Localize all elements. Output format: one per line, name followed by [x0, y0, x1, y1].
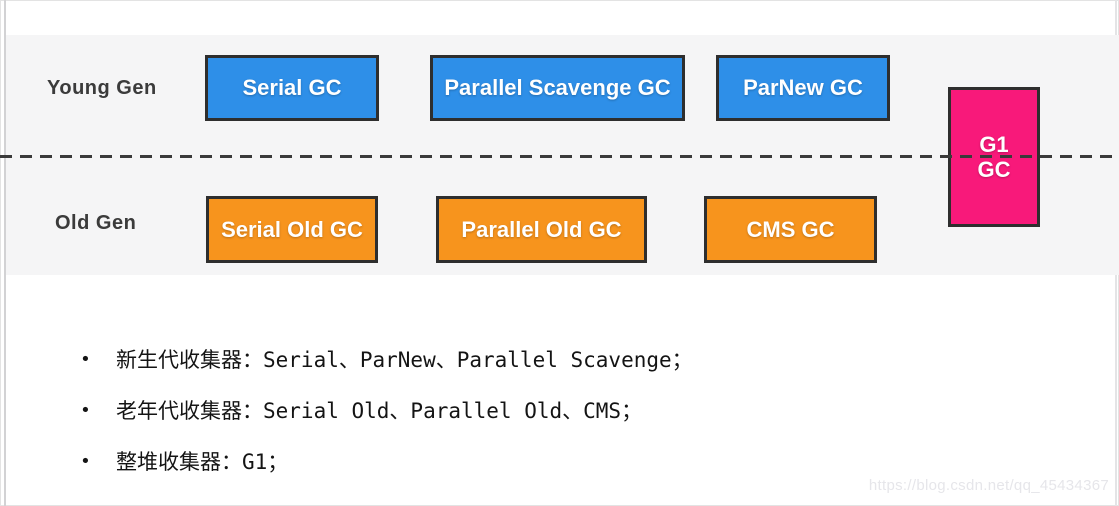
bullet-icon: • — [80, 348, 91, 370]
list-item: • 老年代收集器：Serial Old、Parallel Old、CMS； — [80, 398, 693, 423]
csdn-watermark: https://blog.csdn.net/qq_45434367 — [868, 477, 1109, 494]
list-item: • 整堆收集器：G1； — [80, 449, 693, 474]
gc-box-serial: Serial GC — [205, 55, 379, 121]
list-item: • 新生代收集器：Serial、ParNew、Parallel Scavenge… — [80, 347, 693, 372]
gc-box-cms: CMS GC — [704, 196, 877, 263]
gc-box-parallel-old: Parallel Old GC — [436, 196, 647, 263]
gc-box-serial-old: Serial Old GC — [206, 196, 378, 263]
bullet-icon: • — [80, 450, 91, 472]
bullet-icon: • — [80, 399, 91, 421]
young-gen-label: Young Gen — [47, 77, 157, 99]
gc-box-parallel-scavenge: Parallel Scavenge GC — [430, 55, 685, 121]
notes-list: • 新生代收集器：Serial、ParNew、Parallel Scavenge… — [80, 347, 693, 500]
window-edge-line-left — [4, 0, 6, 506]
note-text-whole-heap-collectors: 整堆收集器：G1； — [116, 450, 289, 474]
note-text-old-collectors: 老年代收集器：Serial Old、Parallel Old、CMS； — [116, 399, 643, 423]
generation-divider-dashed-line — [0, 155, 1119, 158]
old-gen-label: Old Gen — [55, 212, 137, 234]
gc-box-parnew: ParNew GC — [716, 55, 890, 121]
note-text-young-collectors: 新生代收集器：Serial、ParNew、Parallel Scavenge； — [116, 348, 693, 372]
